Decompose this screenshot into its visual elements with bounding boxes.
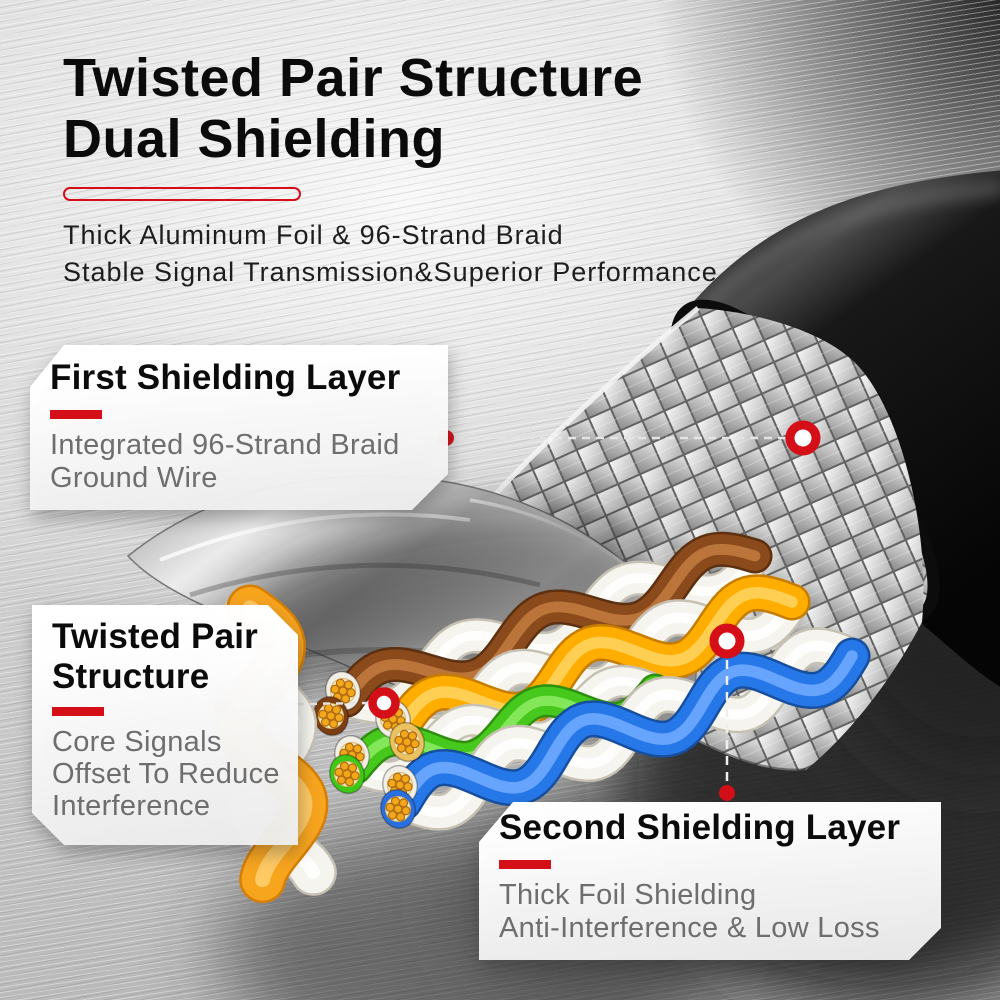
callout-body: Integrated 96-Strand Braid Ground Wire (50, 429, 448, 495)
page-title: Twisted Pair Structure Dual Shielding (63, 48, 718, 170)
header: Twisted Pair Structure Dual Shielding Th… (63, 48, 718, 291)
callout-body-line: Integrated 96-Strand Braid (50, 429, 400, 461)
callout-first-shielding-layer: First Shielding Layer Integrated 96-Stra… (30, 345, 448, 510)
subtitle-line-2: Stable Signal Transmission&Superior Perf… (63, 257, 718, 287)
subtitle-line-1: Thick Aluminum Foil & 96-Strand Braid (63, 220, 564, 250)
twisted-pair (385, 627, 871, 831)
callout-title-line: Structure (52, 657, 210, 696)
wire-cross-section (379, 788, 417, 830)
red-underline-pill (63, 187, 301, 201)
callout-title-line: Twisted Pair (52, 617, 258, 656)
callout-body-line: Offset To Reduce (52, 758, 280, 790)
red-accent-bar (52, 707, 104, 716)
title-line-2: Dual Shielding (63, 109, 446, 169)
callout-twisted-pair-structure: Twisted Pair Structure Core Signals Offs… (32, 605, 298, 845)
title-line-1: Twisted Pair Structure (63, 48, 644, 108)
subtitle: Thick Aluminum Foil & 96-Strand Braid St… (63, 217, 718, 291)
red-accent-bar (499, 860, 551, 869)
callout-second-shielding-layer: Second Shielding Layer Thick Foil Shield… (479, 802, 941, 960)
red-accent-bar (50, 410, 102, 419)
wire-cross-section (388, 721, 426, 763)
callout-body: Thick Foil Shielding Anti-Interference &… (499, 879, 941, 945)
callout-body-line: Interference (52, 790, 211, 822)
callout-title: First Shielding Layer (50, 358, 401, 397)
callout-body-line: Core Signals (52, 726, 222, 758)
callout-title: Twisted Pair Structure (52, 617, 298, 697)
wire-cross-section (328, 753, 366, 795)
callout-body: Core Signals Offset To Reduce Interferen… (52, 726, 298, 822)
callout-body-line: Ground Wire (50, 462, 218, 494)
callout-body-line: Anti-Interference & Low Loss (499, 912, 880, 944)
callout-title: Second Shielding Layer (499, 808, 901, 847)
callout-body-line: Thick Foil Shielding (499, 879, 757, 911)
